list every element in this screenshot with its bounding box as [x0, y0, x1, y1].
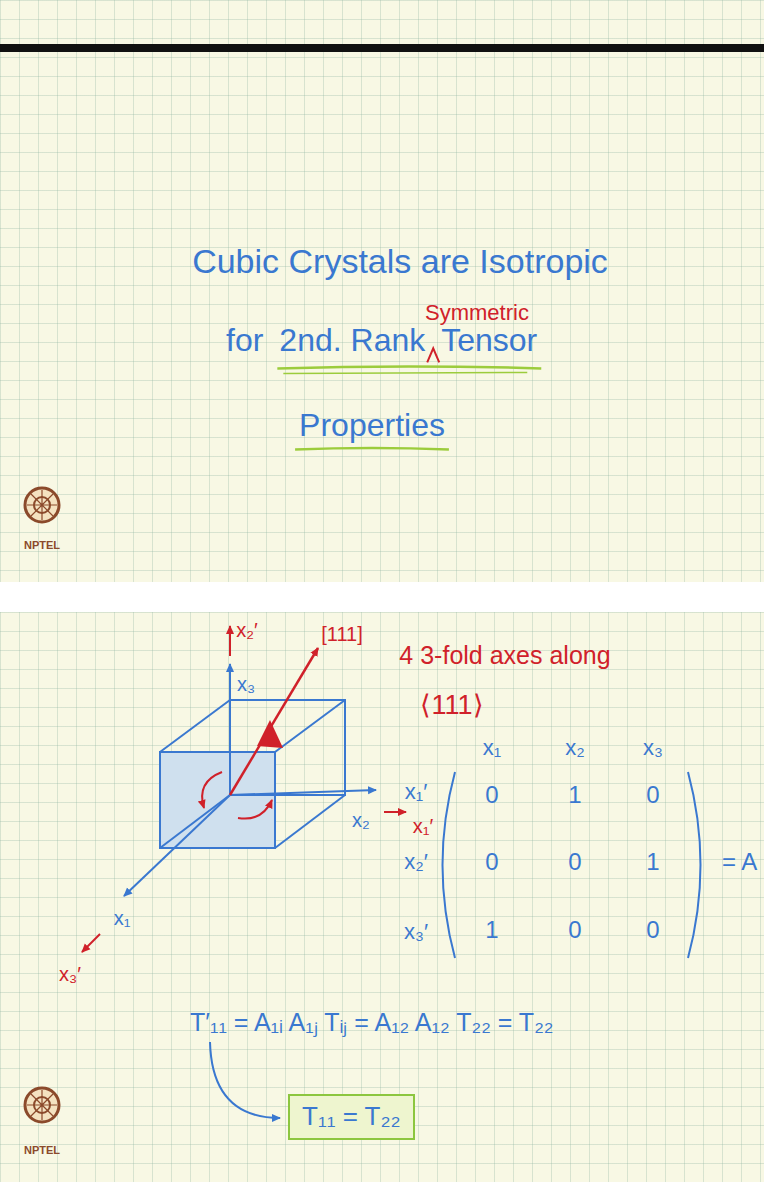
matrix-cell: 0 — [646, 781, 659, 809]
matrix-row-label: x₁′ — [405, 779, 428, 804]
nptel-logo — [25, 488, 59, 522]
underline — [283, 372, 527, 373]
x3-prime-arrow — [82, 934, 100, 952]
rotation-arrow — [202, 772, 222, 808]
matrix-row-label: x₃′ — [404, 919, 428, 944]
x1-axis — [124, 795, 230, 896]
matrix-header: x₁ — [483, 735, 501, 760]
heading-text: Properties — [299, 407, 445, 444]
axis-label: x₃′ — [59, 963, 81, 986]
matrix-header: x₂ — [565, 735, 585, 760]
axis-label: x₁ — [114, 907, 131, 930]
header-bar — [0, 44, 764, 52]
heading-text: Tensor — [441, 322, 537, 359]
matrix-cell: 1 — [568, 781, 581, 809]
leader-arrow — [210, 1042, 280, 1118]
matrix-name: = A — [722, 848, 757, 876]
axis-label: x₃ — [237, 673, 255, 696]
matrix-bracket — [688, 772, 701, 958]
x1-prime-arrow — [384, 811, 406, 813]
matrix-cell: 0 — [568, 916, 581, 944]
logo-text: NPTEL — [24, 539, 60, 552]
x2-prime-arrow — [229, 626, 231, 656]
heading-text: Cubic Crystals are Isotropic — [192, 242, 608, 281]
direction-label: [111] — [321, 623, 363, 646]
insert-caret — [427, 348, 439, 362]
axis-label: x₁′ — [413, 815, 434, 838]
logo-text: NPTEL — [24, 1144, 60, 1157]
note-text: 4 3-fold axes along — [399, 641, 610, 670]
underline — [277, 366, 541, 368]
axis-label: x₂′ — [236, 619, 258, 642]
matrix-bracket — [443, 772, 456, 958]
inserted-word: Symmetric — [425, 300, 529, 325]
rotation-arrow — [238, 800, 272, 819]
heading-text: 2nd. Rank — [279, 322, 425, 359]
threefold-axis — [230, 648, 318, 795]
matrix-cell: 0 — [485, 848, 498, 876]
matrix-header: x₃ — [643, 735, 663, 760]
threefold-symbol — [257, 720, 283, 748]
box-text: T₁₁ = T₂₂ — [302, 1102, 401, 1132]
equation: T′₁₁ = A₁ᵢ A₁ⱼ Tᵢⱼ = A₁₂ A₁₂ T₂₂ = T₂₂ — [190, 1008, 554, 1037]
matrix-row-label: x₂′ — [404, 849, 428, 874]
underline — [295, 448, 449, 450]
nptel-logo — [25, 1088, 59, 1122]
matrix-cell: 0 — [568, 848, 581, 876]
axis-label: x₂ — [352, 809, 370, 832]
note-text: ⟨111⟩ — [420, 690, 483, 721]
heading-text: for — [226, 322, 263, 359]
slide-background — [0, 0, 764, 582]
matrix-cell: 1 — [485, 916, 498, 944]
result-box: T₁₁ = T₂₂ — [288, 1094, 415, 1140]
x3-axis — [229, 664, 231, 795]
matrix-cell: 1 — [646, 848, 659, 876]
cube — [160, 700, 345, 848]
matrix-cell: 0 — [646, 916, 659, 944]
x2-axis — [230, 790, 376, 795]
matrix-cell: 0 — [485, 781, 498, 809]
